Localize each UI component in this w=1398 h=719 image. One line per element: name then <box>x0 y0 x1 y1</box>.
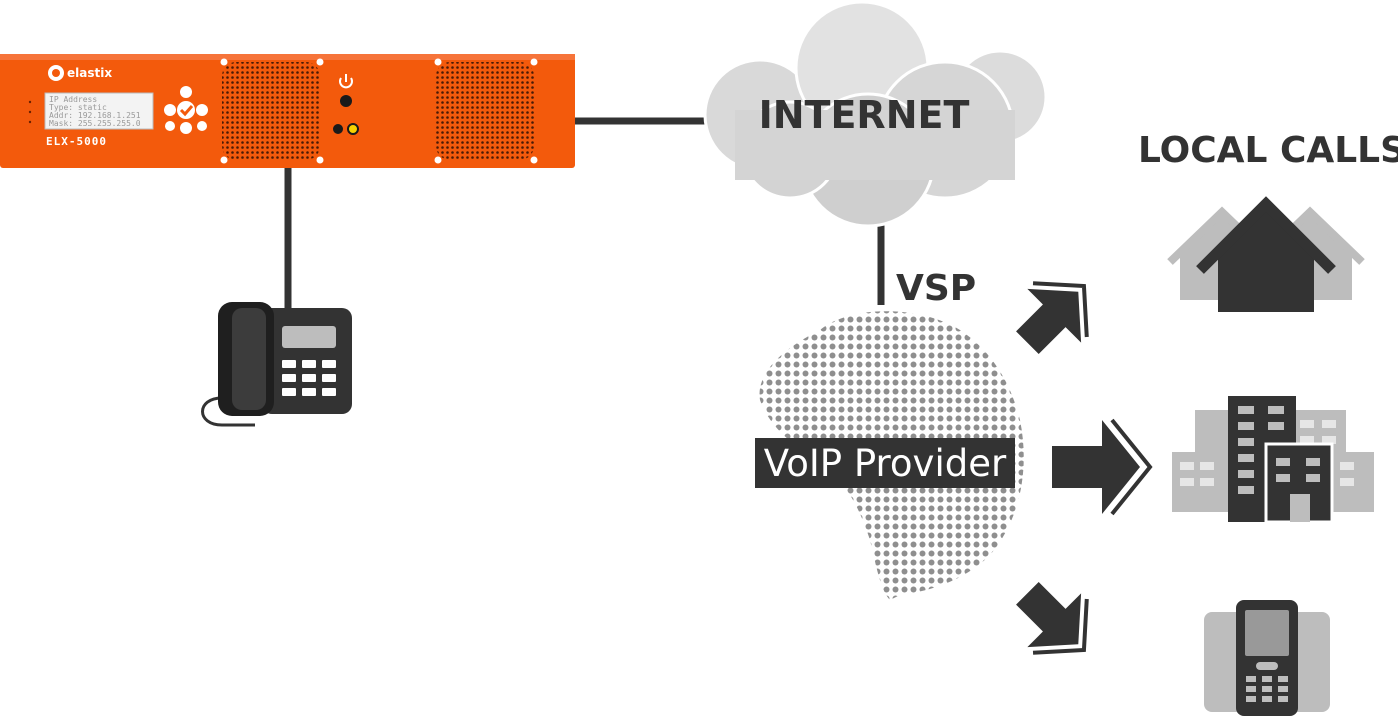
arrow-down-right-icon <box>1016 582 1089 655</box>
device-model: ELX-5000 <box>46 135 107 148</box>
device-brand: elastix <box>67 66 112 80</box>
led-left <box>333 124 343 134</box>
buildings-icon <box>1172 396 1374 524</box>
fan-grill-left <box>222 62 320 160</box>
vsp-label: VSP <box>896 268 976 309</box>
lcd-line-3: Addr: 192.168.1.251 <box>49 111 141 120</box>
desk-phone-icon <box>201 302 352 427</box>
internet-label: INTERNET <box>759 93 970 137</box>
cloud-icon: INTERNET <box>703 0 1048 228</box>
arrow-right-icon <box>1052 418 1153 516</box>
pbx-appliance-icon: elastix IP Address Type: static Addr: 19… <box>0 54 575 168</box>
lcd-line-2: Type: static <box>49 103 107 112</box>
lcd-screen <box>44 92 154 130</box>
fan-grill-right <box>436 62 534 160</box>
nav-pad-icon <box>164 86 208 134</box>
power-icon <box>339 74 353 89</box>
connection-lines <box>284 117 885 310</box>
globe-icon: VoIP Provider <box>755 311 1024 600</box>
local-calls-label: LOCAL CALLS <box>1138 130 1398 171</box>
house-icon <box>1167 196 1365 312</box>
lcd-line-4: Mask: 255.255.255.0 <box>49 119 141 128</box>
lcd-line-1: IP Address <box>49 95 97 104</box>
mobile-phone-icon <box>1204 600 1330 716</box>
arrow-up-right-icon <box>1016 281 1089 354</box>
power-button <box>340 95 352 107</box>
voip-provider-label: VoIP Provider <box>764 442 1007 485</box>
voip-provider-box <box>755 438 1015 488</box>
led-right <box>347 123 359 135</box>
